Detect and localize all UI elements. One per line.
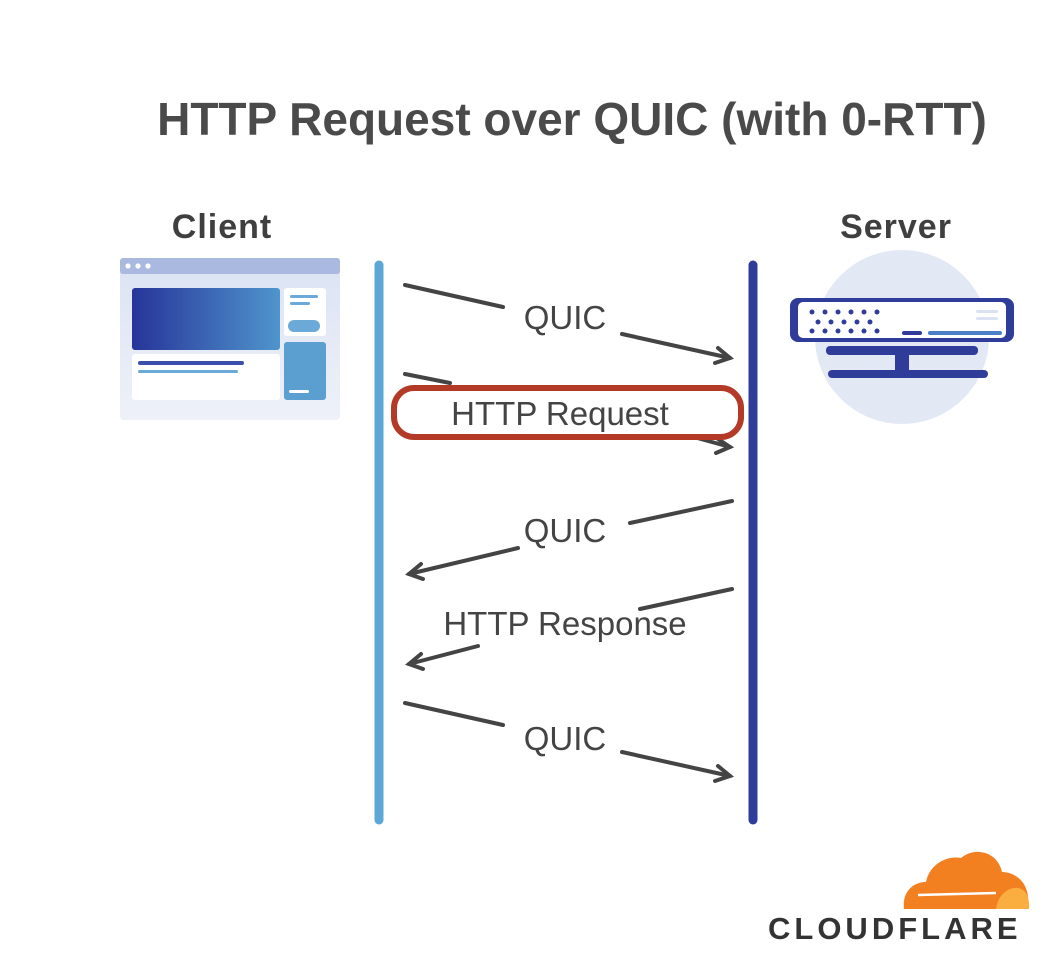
message-label: QUIC [524,299,607,336]
highlight-box [391,385,744,440]
browser-window-icon [120,258,340,420]
diagram-title: HTTP Request over QUIC (with 0-RTT) [157,93,987,145]
message-http-response: HTTP Response [405,587,734,671]
message-label: HTTP Response [443,605,686,642]
message-label: QUIC [524,720,607,757]
message-label: HTTP Request [451,395,669,432]
message-http-request: HTTP Request [391,372,744,455]
client-label: Client [172,208,272,246]
server-label: Server [840,208,952,246]
message-quic-1: QUIC [403,283,735,365]
message-label: QUIC [524,512,607,549]
message-quic-3: QUIC [403,701,735,783]
server-icon [790,250,1014,424]
message-quic-2: QUIC [405,499,734,581]
cloudflare-cloud-logo [903,851,1030,909]
cloudflare-wordmark: CLOUDFLARE [768,911,1022,946]
